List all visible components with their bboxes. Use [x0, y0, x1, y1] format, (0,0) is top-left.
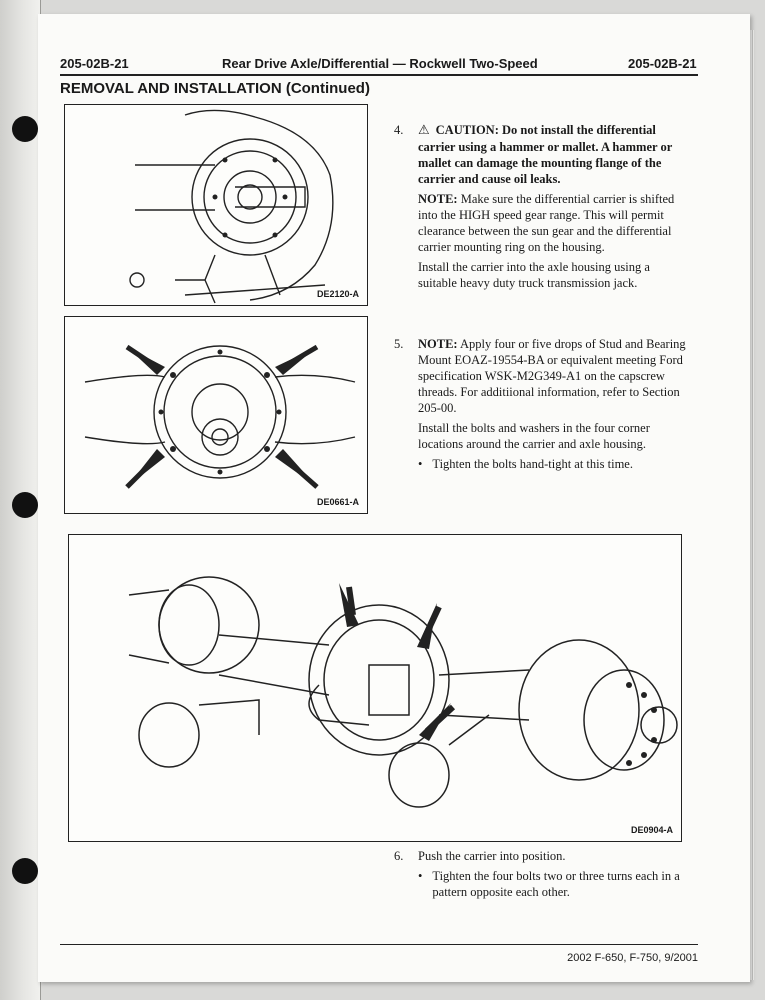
header-left-code: 205-02B-21 — [60, 56, 129, 71]
caution-text: CAUTION: Do not install the differential… — [418, 123, 673, 186]
header-rule — [60, 74, 698, 76]
axle-assembly-illustration-icon — [128, 576, 678, 808]
bullet-icon: • — [418, 869, 423, 883]
step-number: 4. — [394, 123, 404, 137]
note-label: NOTE: — [418, 337, 458, 351]
carrier-jack-illustration-icon — [129, 109, 334, 304]
binder-hole — [12, 492, 38, 518]
header-title: Rear Drive Axle/Differential — Rockwell … — [222, 56, 538, 71]
section-title: REMOVAL AND INSTALLATION (Continued) — [60, 80, 370, 97]
note-text: Make sure the differential carrier is sh… — [418, 192, 675, 254]
step-text: Install the carrier into the axle housin… — [418, 260, 650, 290]
note-text: Apply four or five drops of Stud and Bea… — [418, 337, 686, 415]
bullet-text: Tighten the bolts hand-tight at this tim… — [432, 457, 633, 471]
footer-text: 2002 F-650, F-750, 9/2001 — [567, 952, 698, 964]
step-number: 6. — [394, 849, 404, 863]
figure-code: DE0661-A — [316, 497, 359, 507]
binder-hole — [12, 116, 38, 142]
figure-bolt-pattern: DE0661-A — [64, 316, 368, 514]
figure-code: DE0904-A — [630, 825, 673, 835]
bullet-icon: • — [418, 457, 423, 471]
figure-axle-assembly: DE0904-A — [68, 534, 682, 842]
bolt-pattern-illustration-icon — [84, 344, 356, 489]
footer-rule — [60, 944, 698, 945]
bullet-text: Tighten the four bolts two or three turn… — [432, 869, 680, 899]
figure-code: DE2120-A — [316, 289, 359, 299]
step-text: Push the carrier into position. — [418, 849, 566, 863]
manual-page: 205-02B-21 Rear Drive Axle/Differential … — [38, 14, 750, 982]
note-label: NOTE: — [418, 192, 458, 206]
binder-hole — [12, 858, 38, 884]
step-text: Install the bolts and washers in the fou… — [418, 421, 650, 451]
step-number: 5. — [394, 337, 404, 351]
header-right-code: 205-02B-21 — [628, 56, 697, 71]
caution-triangle-icon: ⚠ — [418, 123, 430, 138]
figure-carrier-jack: DE2120-A — [64, 104, 368, 306]
